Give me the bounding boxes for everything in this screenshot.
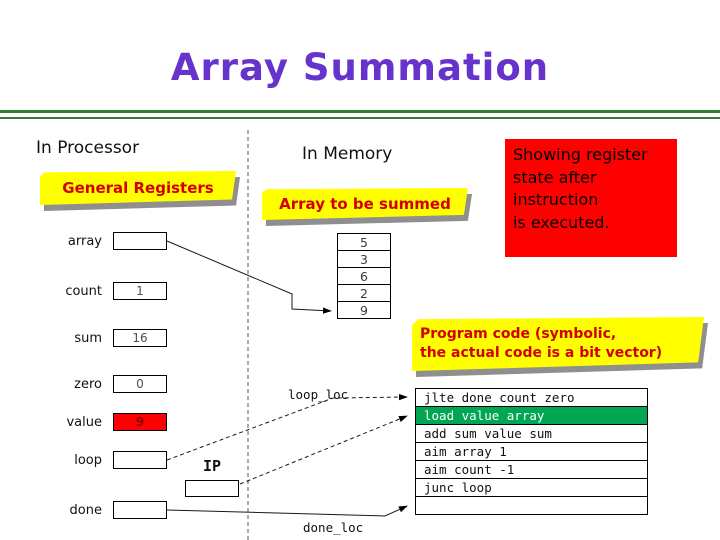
register-value-box: 0	[113, 375, 167, 393]
code-row: junc loop	[415, 478, 648, 497]
note-line: state after	[513, 167, 597, 187]
note-line: Showing register	[513, 145, 648, 164]
memory-cell: 2	[337, 284, 391, 302]
banner-text: Program code (symbolic, the actual code …	[412, 317, 704, 371]
ip-pointer-arrow	[239, 415, 408, 485]
code-row-current: load value array	[415, 406, 648, 425]
ip-label: IP	[203, 457, 222, 475]
memory-array: 5 3 6 2 9	[337, 233, 391, 319]
banner-text: General Registers	[40, 171, 236, 205]
register-value-box	[113, 232, 167, 250]
register-value-box-highlighted: 9	[113, 413, 167, 431]
register-name: done	[69, 502, 102, 518]
ip-register-box	[185, 480, 239, 497]
register-value-box	[113, 451, 167, 469]
code-row: jlte done count zero	[415, 388, 648, 407]
loop-pointer-arrow	[166, 393, 408, 461]
register-row-zero: zero 0	[36, 375, 168, 393]
array-to-be-summed-banner: Array to be summed	[262, 188, 472, 226]
register-row-array: array	[36, 232, 168, 250]
register-name: count	[65, 283, 102, 299]
array-pointer-arrow	[166, 240, 332, 314]
register-name: value	[66, 414, 102, 430]
in-processor-label: In Processor	[36, 138, 140, 158]
register-row-done: done	[36, 501, 168, 519]
memory-cell: 9	[337, 301, 391, 319]
register-row-loop: loop	[36, 451, 168, 469]
banner-text: Array to be summed	[262, 188, 468, 220]
banner-line: the actual code is a bit vector)	[420, 345, 663, 361]
title-divider	[0, 110, 720, 119]
code-row: add sum value sum	[415, 424, 648, 443]
program-code-table: jlte done count zero load value array ad…	[415, 388, 648, 515]
register-name: loop	[74, 452, 102, 468]
register-value-box: 1	[113, 282, 167, 300]
page-title: Array Summation	[170, 46, 550, 89]
memory-cell: 3	[337, 250, 391, 268]
done-pointer-arrow	[166, 505, 408, 517]
register-name: zero	[74, 376, 102, 392]
register-value-box: 16	[113, 329, 167, 347]
note-box: Showing register state after instruction…	[505, 139, 677, 257]
banner-line: Program code (symbolic,	[420, 326, 617, 343]
code-row: aim count -1	[415, 460, 648, 479]
in-memory-label: In Memory	[302, 144, 393, 164]
loop-loc-label: loop_loc	[288, 387, 349, 402]
program-code-banner: Program code (symbolic, the actual code …	[412, 317, 708, 377]
memory-cell: 5	[337, 233, 391, 251]
register-row-value: value 9	[36, 413, 168, 431]
general-registers-banner: General Registers	[40, 171, 240, 211]
note-line: instruction	[513, 190, 599, 210]
register-value-box	[113, 501, 167, 519]
done-loc-label: done_loc	[303, 520, 364, 535]
register-row-count: count 1	[36, 282, 168, 300]
register-name: array	[67, 233, 102, 249]
code-row-empty	[415, 496, 648, 515]
memory-cell: 6	[337, 267, 391, 285]
register-name: sum	[74, 330, 102, 346]
register-row-sum: sum 16	[36, 329, 168, 347]
code-row: aim array 1	[415, 442, 648, 461]
note-line: is executed.	[513, 213, 610, 233]
